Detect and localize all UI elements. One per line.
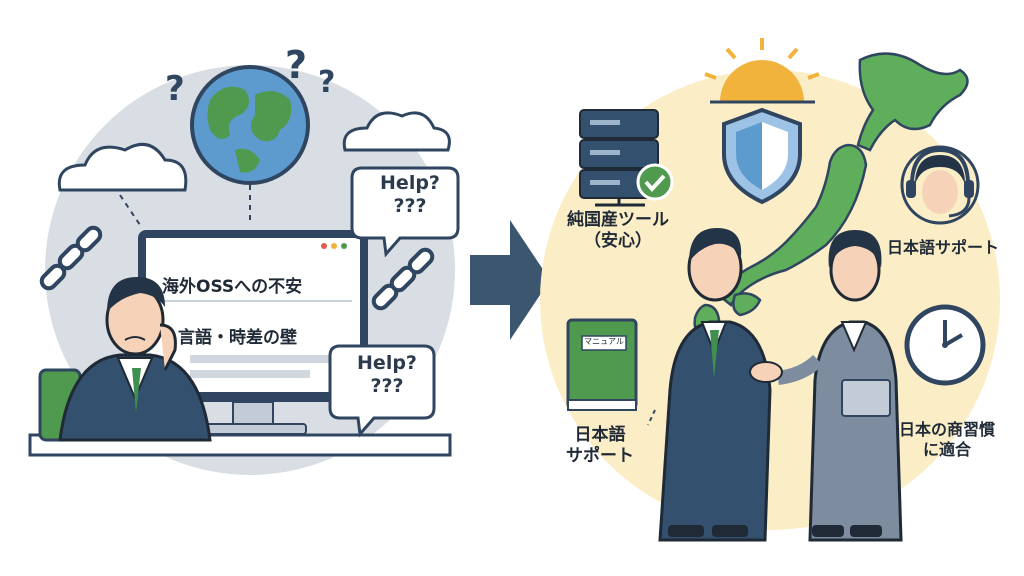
headset-icon	[900, 145, 980, 225]
monitor-text-concern: 海外OSSへの不安	[162, 277, 303, 297]
help-bubble-bottom-line2: ???	[370, 374, 404, 397]
right-panel	[540, 38, 1000, 542]
clock-label: 日本の商習慣 に適合	[880, 420, 1014, 460]
left-panel: ? ? ?	[28, 43, 460, 475]
handshake-icon	[658, 228, 903, 542]
worried-man	[58, 277, 212, 442]
check-icon	[636, 163, 674, 201]
manual-tag: マニュアル	[584, 337, 624, 346]
help-bubble-top-line1: Help?	[380, 172, 440, 194]
clock-label-line2: に適合	[922, 440, 971, 459]
manual-label-line2: サポート	[566, 446, 634, 467]
manual-label-line1: 日本語	[574, 425, 626, 445]
shield-icon	[722, 107, 802, 205]
server-icon	[579, 109, 659, 207]
chain-icon	[39, 225, 103, 291]
manual-icon	[566, 318, 638, 411]
help-bubble-top-text: Help? ???	[362, 172, 458, 218]
monitor-text-barrier: 言語・時差の壁	[178, 328, 297, 348]
server-label-line2: （安心）	[584, 231, 652, 252]
cloud-icon	[57, 142, 188, 192]
clock-icon	[904, 304, 986, 386]
question-icon: ?	[285, 43, 307, 87]
manual-label: 日本語 サポート	[545, 425, 655, 468]
clock-label-line1: 日本の商習慣	[898, 420, 995, 439]
server-label-line1: 純国産ツール	[567, 210, 669, 230]
chain-icon	[371, 247, 435, 311]
help-bubble-bottom-line1: Help?	[357, 352, 417, 374]
sun-icon	[704, 38, 820, 104]
cloud-icon	[342, 111, 451, 152]
speech-bubble	[328, 344, 436, 438]
help-bubble-top-line2: ???	[393, 194, 427, 217]
help-bubble-bottom-text: Help? ???	[340, 352, 434, 398]
monitor-icon	[138, 230, 368, 435]
transition-arrow	[470, 220, 550, 340]
server-label: 純国産ツール （安心）	[548, 210, 688, 253]
speech-bubble	[350, 166, 460, 258]
question-icon: ?	[318, 65, 335, 100]
question-icon: ?	[165, 69, 185, 109]
globe-icon	[190, 65, 310, 185]
support-label: 日本語サポート	[886, 238, 999, 257]
